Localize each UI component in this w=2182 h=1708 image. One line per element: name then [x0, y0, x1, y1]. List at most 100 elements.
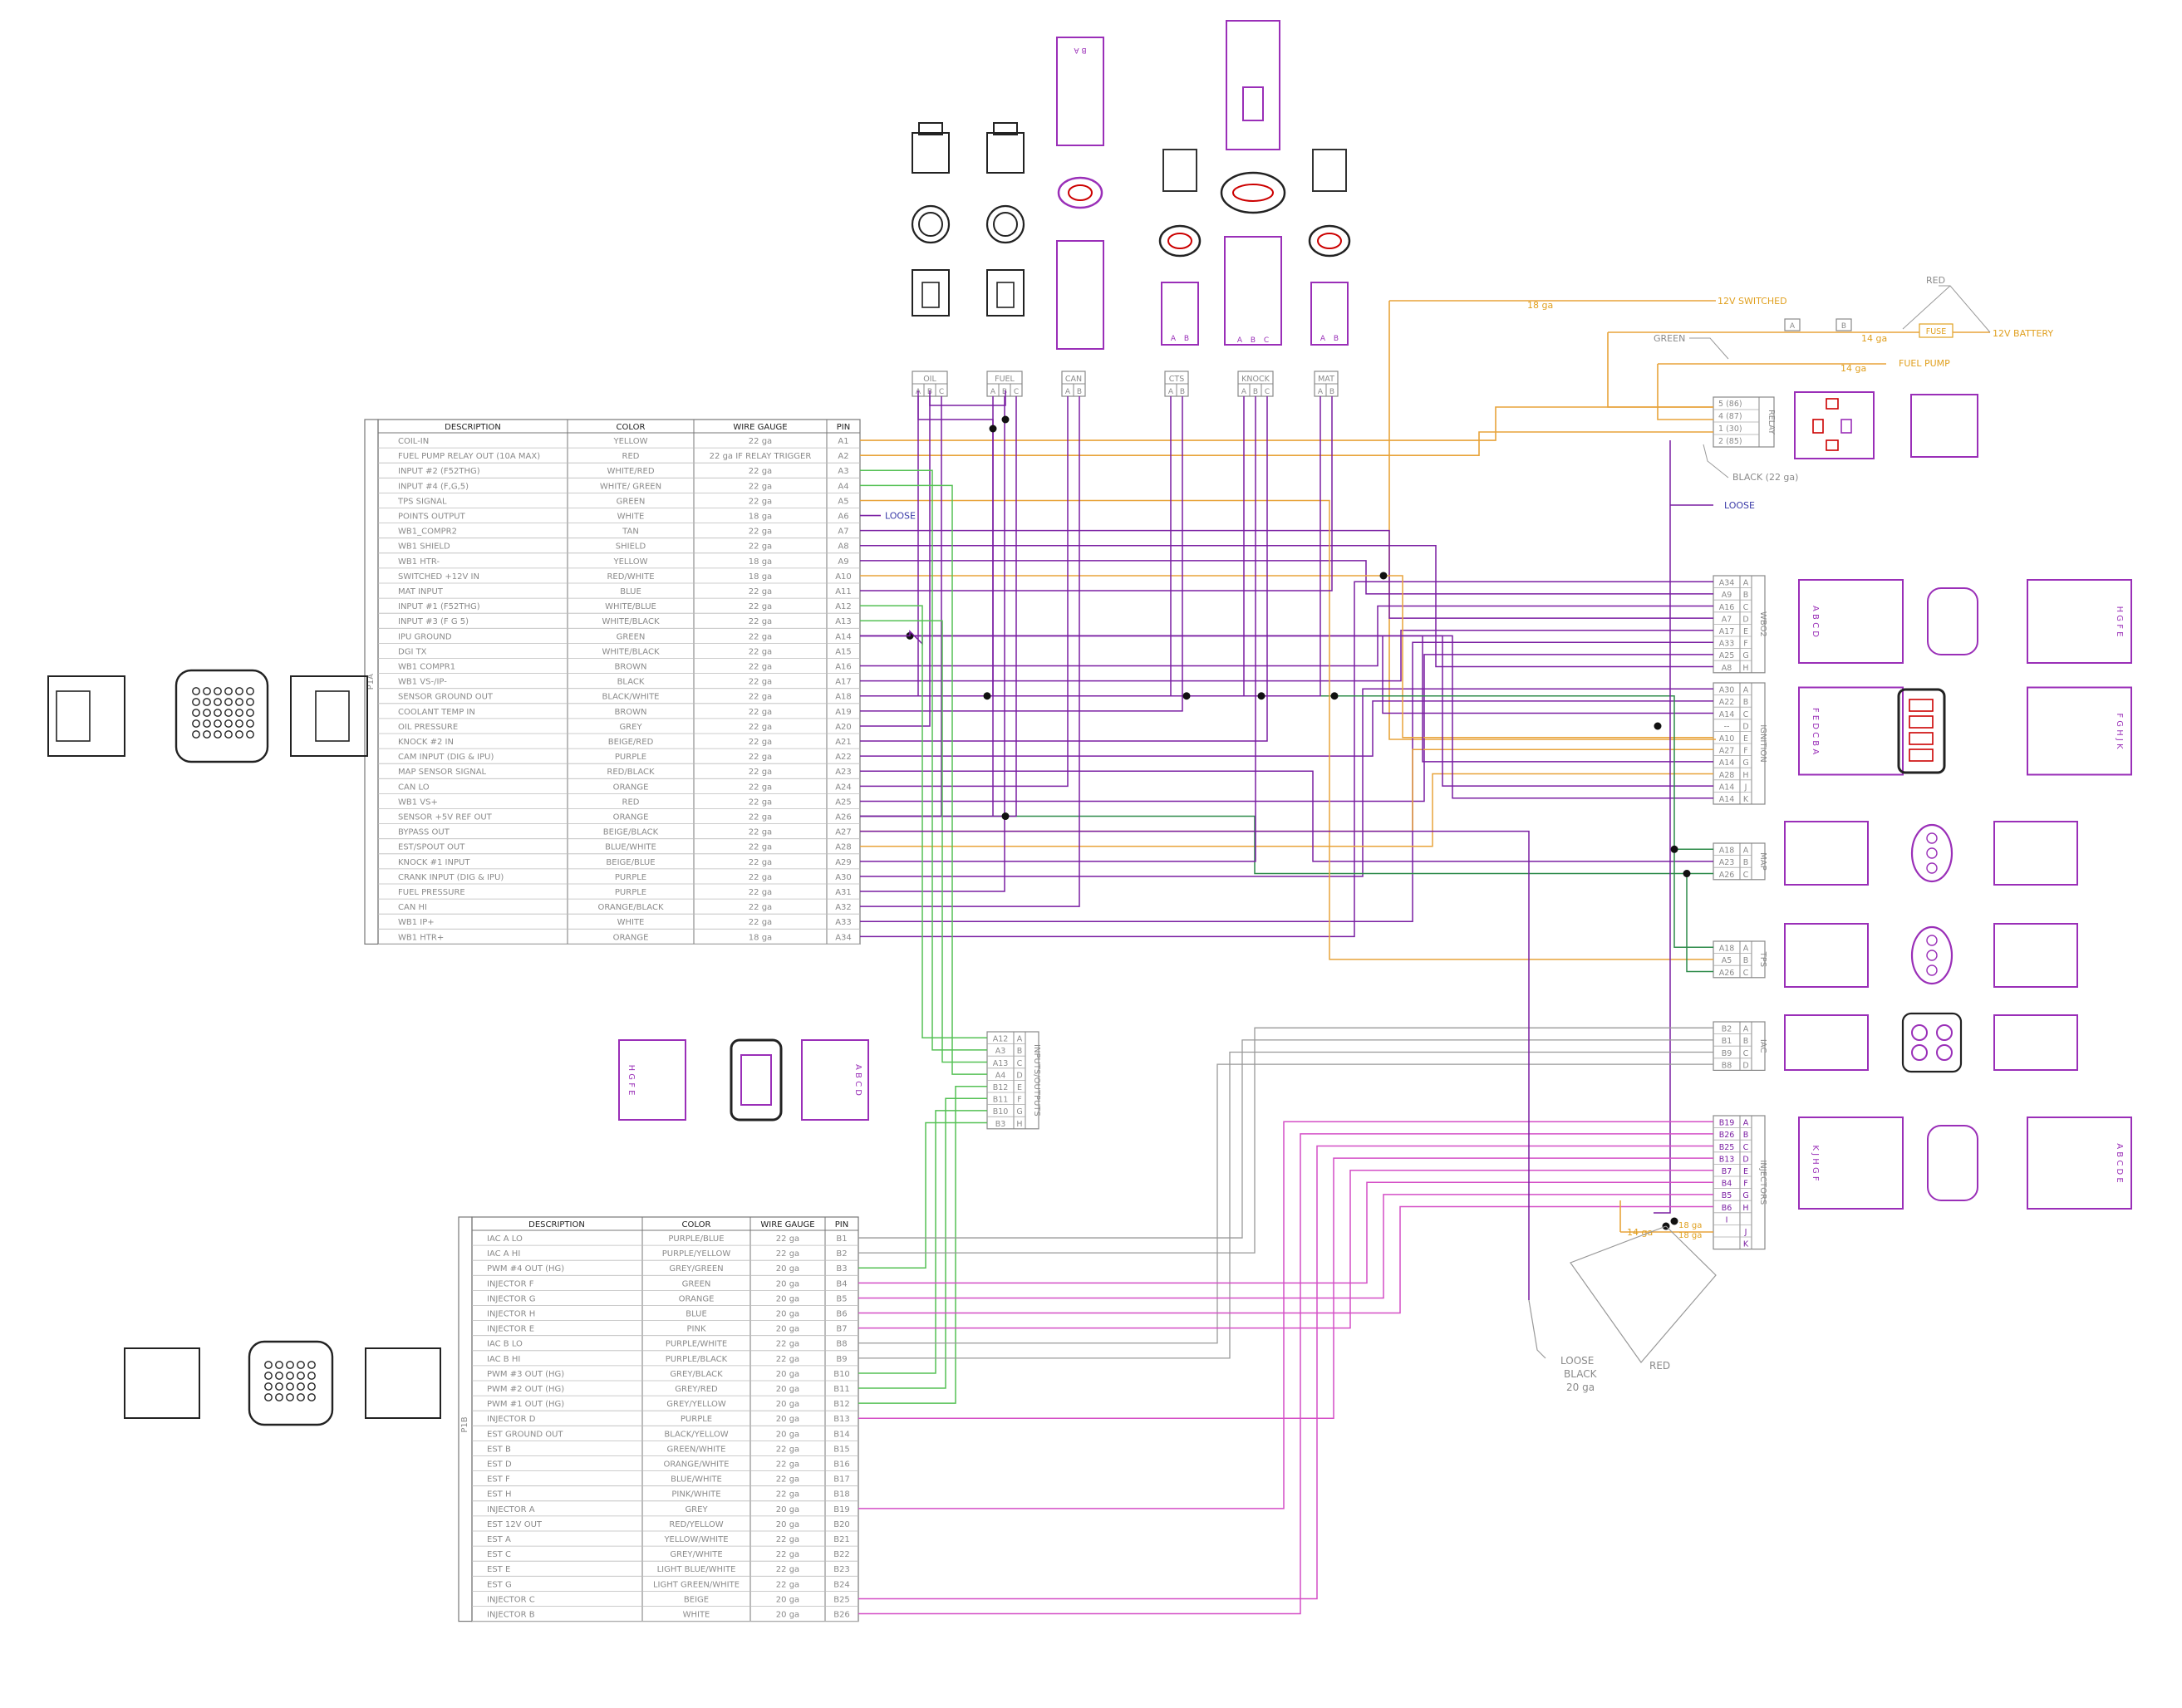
- wire-sensor-can: [860, 396, 1069, 788]
- group-label: TPS: [1758, 951, 1767, 968]
- p1a-pin: A5: [838, 497, 848, 506]
- p1a-color: BROWN: [614, 708, 646, 717]
- p1a-gauge: 22 ga: [749, 693, 772, 702]
- io-connector-icon-face-inner: [740, 1054, 772, 1106]
- connector-body: [986, 132, 1025, 174]
- group-pin-letter: C: [1743, 969, 1749, 978]
- p1b-gauge: 22 ga: [776, 1355, 799, 1364]
- sensor-pin: A: [990, 388, 996, 396]
- relay-terminal: [1826, 398, 1839, 410]
- p1a-pin: A32: [835, 903, 852, 912]
- p1b-color: BEIGE: [684, 1595, 709, 1604]
- group-pin-letter: C: [1743, 1143, 1749, 1152]
- inj-gauge-right-top: 18 ga: [1678, 1221, 1702, 1230]
- ecu-pin: [203, 709, 211, 717]
- p1a-description: FUEL PUMP RELAY OUT (10A MAX): [398, 452, 540, 461]
- p1b-color: BLUE: [686, 1310, 707, 1319]
- switched-gauge-label: 18 ga: [1527, 300, 1553, 311]
- fuel-pump-label: FUEL PUMP: [1899, 358, 1950, 369]
- wire-a1: [860, 406, 1713, 441]
- splice-dot: [1330, 692, 1339, 700]
- group-pin-letter: A: [1743, 1119, 1749, 1128]
- p1b-color: PURPLE/BLUE: [668, 1234, 724, 1244]
- p1b-description: EST C: [487, 1550, 511, 1559]
- p1a-color: WHITE/BLACK: [602, 647, 659, 656]
- connector-side: [986, 269, 1025, 317]
- ecu-plug-back-latch: [315, 690, 350, 742]
- p1a-description: WB1 VS-/IP-: [398, 678, 447, 687]
- p1a-gauge: 22 ga: [749, 437, 772, 446]
- ecu-plug-face: [174, 669, 269, 763]
- group-pin-letter: K: [1743, 1240, 1749, 1249]
- p1b-gauge: 20 ga: [776, 1294, 799, 1303]
- p1a-description: INPUT #4 (F,G,5): [398, 482, 469, 491]
- p1a-color: BLUE/WHITE: [605, 843, 656, 852]
- group-label: INJECTORS: [1758, 1160, 1767, 1205]
- red-leader: [1939, 285, 1991, 333]
- p1a-gauge: 22 ga: [749, 738, 772, 747]
- group-pin-source: A34: [1719, 579, 1735, 588]
- p1a-description: WB1 HTR+: [398, 933, 444, 942]
- iac-connector-icon-left: [1784, 1014, 1869, 1071]
- relay-terminal: [1812, 419, 1824, 434]
- group-pin-source: A9: [1722, 591, 1732, 600]
- cts-connector-icon-side: [1161, 282, 1199, 346]
- ecu-pin: [235, 709, 243, 717]
- ecu-pin: [192, 687, 200, 695]
- p1a-color: WHITE/RED: [607, 467, 654, 476]
- p1b-pin: B2: [836, 1249, 847, 1259]
- p1a-pin: A16: [835, 663, 852, 672]
- p1b-color: WHITE: [683, 1611, 710, 1620]
- ecu-pin: [203, 698, 211, 706]
- p1b-gauge: 22 ga: [776, 1249, 799, 1259]
- group-pin-letter: B: [1743, 956, 1749, 965]
- cts-connector-icon-top: [1162, 149, 1197, 192]
- p1a-pin: A30: [835, 873, 852, 882]
- p1a-description: CRANK INPUT (DIG & IPU): [398, 873, 504, 882]
- mat-connector-icon-face-inner: [1317, 233, 1342, 249]
- splice-dot: [1654, 722, 1662, 730]
- p1b-description: IAC B HI: [487, 1355, 520, 1364]
- p1b-pin: B13: [833, 1415, 850, 1424]
- wire-wbo2-5: [860, 641, 1713, 922]
- group-pin-letter: A: [1743, 847, 1749, 856]
- p1a-description: INPUT #3 (F G 5): [398, 617, 469, 626]
- p1b-pin: B3: [836, 1264, 847, 1274]
- p1b-description: INJECTOR C: [487, 1595, 535, 1604]
- splice-dot: [1683, 870, 1691, 877]
- p1a-pin: A13: [835, 617, 852, 626]
- ignition-connector-icon-cell: [1909, 699, 1934, 712]
- group-pin-letter: C: [1743, 1049, 1749, 1058]
- group-pin-letter: A: [1743, 1025, 1749, 1034]
- p1a-pin: A3: [838, 467, 848, 476]
- ecu-plug-latch: [56, 690, 91, 742]
- ignition-connector-icon-left-letters: F E D C B A: [1811, 708, 1820, 755]
- p1a-description: KNOCK #1 INPUT: [398, 858, 470, 867]
- group-pin-letter: D: [1016, 1071, 1022, 1080]
- ecu-pin: [286, 1393, 294, 1401]
- switched-label: 12V SWITCHED: [1718, 296, 1787, 307]
- p1b-gauge: 22 ga: [776, 1234, 799, 1244]
- p1b-color: GREEN/WHITE: [667, 1445, 726, 1454]
- red-loop-wire: [1570, 1225, 1717, 1363]
- p1a-gauge: 18 ga: [749, 933, 772, 942]
- group-pin-source: A16: [1719, 603, 1735, 612]
- ecu-pin: [235, 730, 243, 739]
- ecu-plug-back: [365, 1347, 441, 1419]
- relay-label: RELAY: [1767, 410, 1776, 434]
- tps-connector-icon-right: [1993, 923, 2078, 988]
- relay-pin-label: 4 (87): [1718, 412, 1742, 421]
- sensor-pin: A: [1168, 388, 1174, 396]
- group-pin-letter: B: [1743, 1037, 1749, 1046]
- ecu-pin: [224, 698, 233, 706]
- p1b-description: IAC A HI: [487, 1249, 520, 1259]
- ignition-connector-icon-left: [1798, 686, 1904, 776]
- wire-inj-0: [858, 1121, 1713, 1509]
- p1a-pin: A1: [838, 437, 848, 446]
- p1b-pin: B8: [836, 1340, 847, 1349]
- p1a-description: WB1 VS+: [398, 798, 438, 807]
- p1b-description: INJECTOR G: [487, 1294, 536, 1303]
- ecu-pin: [264, 1372, 273, 1380]
